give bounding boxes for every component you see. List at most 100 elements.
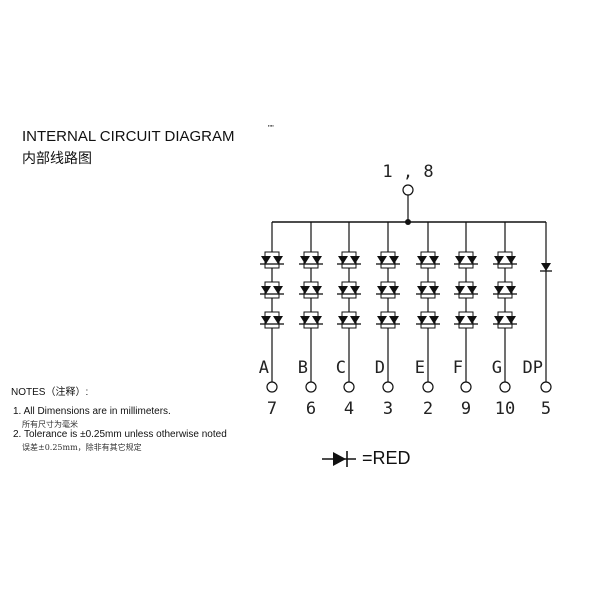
diode-triangle	[300, 316, 310, 324]
diode-triangle	[455, 316, 465, 324]
led-diode-icon	[416, 256, 428, 265]
diode-triangle	[494, 256, 504, 264]
pin-number: 4	[344, 399, 354, 419]
segment-dp: DP5	[523, 222, 552, 419]
led-diode-icon	[376, 316, 388, 325]
led-diode-icon	[299, 316, 311, 325]
segment-e: E2	[415, 222, 440, 419]
led-diode-icon	[388, 256, 400, 265]
led-diode-icon	[540, 263, 552, 272]
common-pin-terminal	[402, 184, 414, 196]
diode-triangle	[506, 316, 516, 324]
segment-label: G	[492, 358, 502, 378]
diode-triangle	[312, 256, 322, 264]
led-diode-icon	[299, 286, 311, 295]
diode-triangle	[429, 316, 439, 324]
led-diode-icon	[428, 286, 440, 295]
pin-terminal	[266, 381, 278, 393]
diode-triangle	[312, 316, 322, 324]
led-diode-icon	[454, 256, 466, 265]
led-diode-icon	[349, 316, 361, 325]
diode-triangle	[350, 286, 360, 294]
segment-label: E	[415, 358, 425, 378]
diode-triangle	[273, 316, 283, 324]
segment-d: D3	[375, 222, 400, 419]
led-diode-icon	[299, 256, 311, 265]
diode-triangle	[467, 316, 477, 324]
legend-text: =RED	[362, 448, 411, 468]
diode-triangle	[541, 263, 551, 271]
led-diode-icon	[311, 256, 323, 265]
pin-terminal	[382, 381, 394, 393]
diode-triangle	[494, 316, 504, 324]
diode-triangle	[506, 256, 516, 264]
diode-triangle	[389, 286, 399, 294]
led-diode-icon	[428, 256, 440, 265]
diode-triangle	[389, 316, 399, 324]
note-1-cn: 所有尺寸为毫米	[22, 420, 78, 429]
led-diode-icon	[505, 286, 517, 295]
note-2-cn: 误差±0.25mm，除非有其它规定	[22, 443, 142, 452]
diode-triangle	[417, 286, 427, 294]
segment-label: F	[453, 358, 463, 378]
led-diode-icon	[416, 286, 428, 295]
notes-heading: NOTES（注释）:	[11, 387, 89, 398]
led-diode-icon	[416, 316, 428, 325]
diode-triangle	[429, 286, 439, 294]
led-diode-icon	[493, 286, 505, 295]
pin-number: 7	[267, 399, 277, 419]
pin-terminal	[540, 381, 552, 393]
led-diode-icon	[311, 316, 323, 325]
segment-label: DP	[523, 358, 543, 378]
stray-mark: ""	[268, 124, 274, 133]
led-diode-icon	[349, 286, 361, 295]
pin-number: 6	[306, 399, 316, 419]
diode-triangle	[350, 256, 360, 264]
diagram-title-cn: 内部线路图	[22, 151, 92, 167]
led-diode-icon	[260, 256, 272, 265]
led-diode-icon	[349, 256, 361, 265]
diode-triangle	[389, 256, 399, 264]
diode-triangle	[429, 256, 439, 264]
led-diode-icon	[466, 316, 478, 325]
diode-triangle	[467, 256, 477, 264]
led-diode-icon	[272, 256, 284, 265]
common-pin-label: 1 , 8	[382, 162, 433, 182]
segment-g: G10	[492, 222, 517, 419]
led-diode-icon	[466, 286, 478, 295]
junction-dot	[405, 219, 411, 225]
diode-triangle	[506, 286, 516, 294]
led-diode-icon	[260, 316, 272, 325]
diode-triangle	[300, 286, 310, 294]
diode-triangle	[417, 256, 427, 264]
diode-triangle	[350, 316, 360, 324]
pin-number: 9	[461, 399, 471, 419]
diode-triangle	[377, 286, 387, 294]
led-diode-icon	[428, 316, 440, 325]
pin-terminal	[422, 381, 434, 393]
segment-f: F9	[453, 222, 478, 419]
segment-label: A	[259, 358, 269, 378]
led-diode-icon	[337, 286, 349, 295]
diode-triangle	[312, 286, 322, 294]
pin-terminal	[460, 381, 472, 393]
led-diode-icon	[272, 316, 284, 325]
led-diode-icon	[505, 256, 517, 265]
pin-number: 2	[423, 399, 433, 419]
note-2: 2. Tolerance is ±0.25mm unless otherwise…	[13, 429, 227, 440]
legend-triangle	[333, 452, 346, 466]
diode-triangle	[377, 256, 387, 264]
diode-triangle	[273, 256, 283, 264]
diode-triangle	[467, 286, 477, 294]
diode-triangle	[494, 286, 504, 294]
diode-triangle	[273, 286, 283, 294]
segment-b: B6	[298, 222, 323, 419]
led-diode-icon	[388, 286, 400, 295]
led-diode-icon	[337, 256, 349, 265]
pin-terminal	[499, 381, 511, 393]
diode-triangle	[338, 286, 348, 294]
led-diode-icon	[388, 316, 400, 325]
led-diode-icon	[272, 286, 284, 295]
diode-triangle	[261, 286, 271, 294]
diode-triangle	[455, 286, 465, 294]
